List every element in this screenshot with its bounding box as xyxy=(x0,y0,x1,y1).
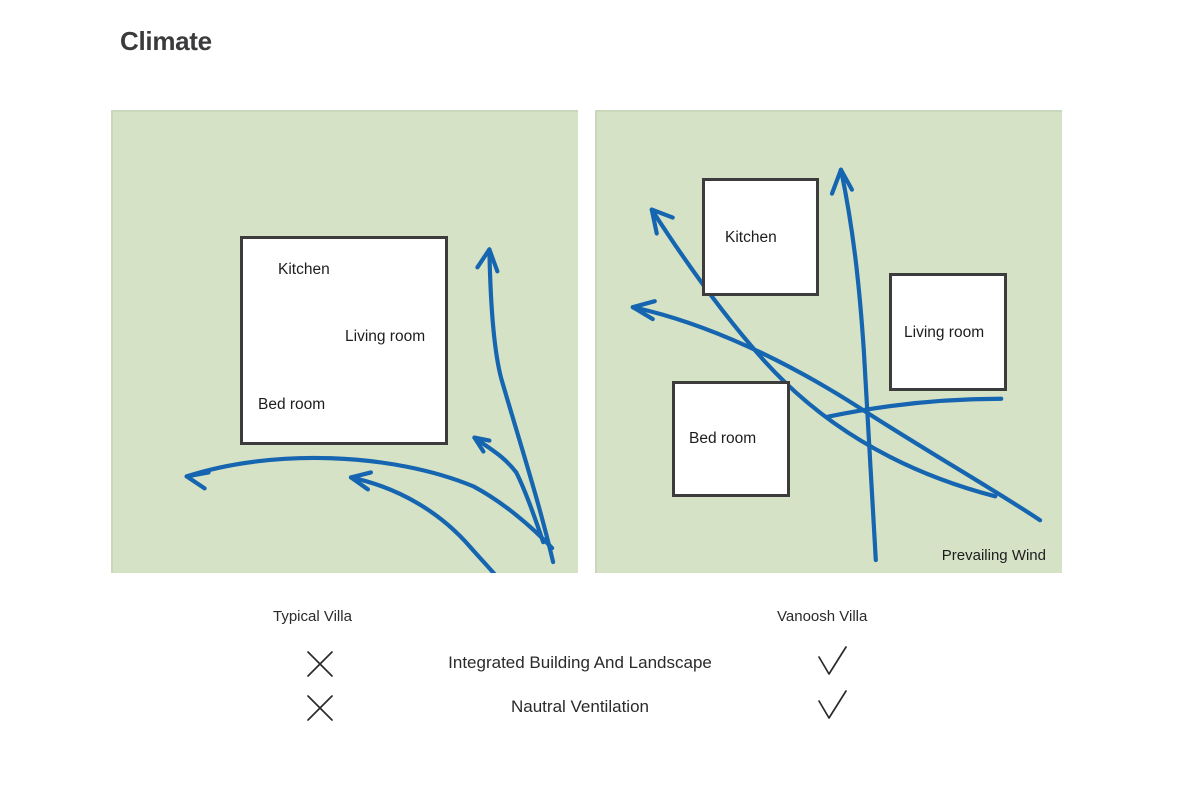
room-label-living-room: Living room xyxy=(345,328,426,345)
room-label-bed-room: Bed room xyxy=(689,430,757,447)
wind-arrowhead-horizontal-b xyxy=(630,305,655,322)
wind-arrowhead-up-outer-b xyxy=(487,247,500,274)
wind-arrowhead-vertical-b xyxy=(838,167,854,192)
wind-path-vertical-up xyxy=(838,167,878,563)
comparison-criterion-label: Integrated Building And Landscape xyxy=(448,653,712,672)
panel-vanoosh-villa: Kitchen Living room Bed room Prevailing … xyxy=(595,110,1062,573)
building-block-typical xyxy=(240,236,448,445)
wind-arrowhead-vertical-a xyxy=(829,167,844,196)
building-block-bed-room xyxy=(672,381,790,497)
room-label-living-room: Living room xyxy=(904,324,985,341)
room-label-bed-room: Bed room xyxy=(258,396,326,413)
column-header-typical-villa: Typical Villa xyxy=(273,608,352,625)
wind-path-horizontal-left xyxy=(630,305,1043,523)
comparison-criterion-label: Nautral Ventilation xyxy=(511,697,649,716)
wind-path-left-short xyxy=(348,475,497,573)
check-icon xyxy=(815,689,849,723)
wind-arrowhead-horizontal-a xyxy=(630,299,657,310)
wind-arrowhead-up-outer-a xyxy=(475,247,492,270)
wind-arrowhead-left-long-a xyxy=(184,470,211,479)
wind-arrowhead-left-short-a xyxy=(348,470,373,480)
wind-arrowhead-left-long-b xyxy=(184,474,207,491)
wind-arrowhead-up-inner-b xyxy=(472,435,486,454)
page-title: Climate xyxy=(120,26,212,56)
cross-icon xyxy=(303,647,337,681)
column-header-vanoosh-villa: Vanoosh Villa xyxy=(777,608,868,625)
wind-flow-diagram-vanoosh xyxy=(630,167,1043,563)
panel-typical-villa: Kitchen Living room Bed room xyxy=(111,110,578,573)
building-block-kitchen xyxy=(702,178,819,296)
wind-arrowhead-diagonal-a xyxy=(649,207,659,236)
room-label-kitchen: Kitchen xyxy=(725,229,777,246)
wind-path-left-long xyxy=(184,455,555,551)
wind-path-diagonal-upleft xyxy=(649,207,998,499)
check-icon xyxy=(815,645,849,679)
wind-path-up-outer xyxy=(487,247,556,565)
room-label-kitchen: Kitchen xyxy=(278,261,330,278)
wind-path-up-inner xyxy=(472,435,519,475)
cross-icon xyxy=(303,691,337,725)
building-block-living-room xyxy=(889,273,1007,391)
wind-arrowhead-diagonal-b xyxy=(649,207,675,220)
wind-flow-diagram-typical xyxy=(184,247,556,573)
prevailing-wind-label: Prevailing Wind xyxy=(941,547,1046,564)
wind-path-low-flat xyxy=(825,396,1004,419)
wind-arrowhead-left-short-b xyxy=(348,475,370,492)
